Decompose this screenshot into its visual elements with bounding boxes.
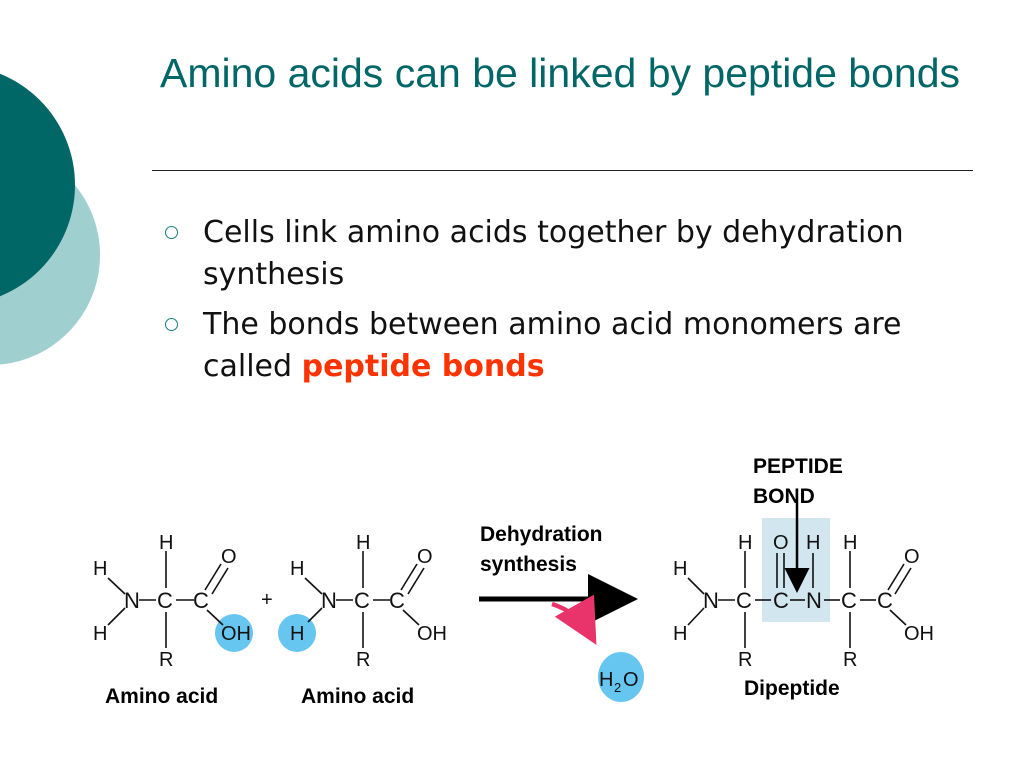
decorative-circles (0, 73, 100, 365)
peptide-bond-diagram: H H N H C R C O OH + H H N H C R C O OH (93, 455, 934, 708)
water-subscript: 2 (614, 680, 621, 695)
atom-h: H (806, 532, 820, 554)
atom-c: C (389, 588, 405, 613)
water-o: O (623, 669, 639, 691)
amino-acid-label-2: Amino acid (301, 685, 414, 708)
atom-n: N (703, 588, 719, 613)
atom-h: H (93, 623, 107, 645)
deco-circle-dark (0, 73, 75, 297)
water-removal-arrow (551, 594, 597, 645)
amino-acid-2-structure: H H N H C R C O OH (278, 532, 447, 671)
atom-c: C (841, 588, 857, 613)
dipeptide-structure: H H N H C R O C H N H C R C O OH (673, 503, 934, 671)
reaction-label-line1: Dehydration (480, 523, 603, 546)
reaction-label-line2: synthesis (480, 553, 577, 576)
peptide-bond-label-line1: PEPTIDE (753, 455, 843, 478)
atom-o: O (417, 546, 433, 568)
atom-c: C (736, 588, 752, 613)
atom-h: H (673, 558, 687, 580)
amino-acid-1-structure: H H N H C R C O OH (93, 532, 253, 671)
atom-r: R (356, 649, 370, 671)
atom-h: H (290, 623, 304, 645)
bullet-circle-icon (165, 226, 178, 239)
bullet-item: Cells link amino acids together by dehyd… (165, 212, 985, 296)
atom-n: N (806, 588, 822, 613)
atom-r: R (159, 649, 173, 671)
atom-c: C (877, 588, 893, 613)
oh-highlight-circle (215, 614, 253, 652)
water-h: H (599, 669, 613, 691)
atom-c: C (354, 588, 370, 613)
atom-n: N (321, 588, 337, 613)
h-highlight-circle (278, 614, 316, 652)
atom-n: N (124, 588, 140, 613)
atom-h: H (356, 532, 370, 554)
slide-title: Amino acids can be linked by peptide bon… (159, 50, 961, 96)
water-molecule: H 2 O (598, 652, 644, 702)
atom-c: C (773, 588, 789, 613)
peptide-bond-label-line2: BOND (753, 485, 815, 508)
atom-r: R (738, 649, 752, 671)
atom-c: C (193, 588, 209, 613)
bullet-text: The bonds between amino acid monomers ar… (203, 307, 902, 384)
atom-h: H (290, 558, 304, 580)
atom-oh: OH (221, 623, 251, 645)
atom-h: H (159, 532, 173, 554)
atom-o: O (904, 546, 920, 568)
atom-o: O (773, 532, 789, 554)
atom-h: H (673, 623, 687, 645)
bullet-text: Cells link amino acids together by dehyd… (203, 215, 904, 292)
plus-sign: + (261, 589, 273, 611)
amino-acid-label-1: Amino acid (105, 685, 218, 708)
atom-h: H (738, 532, 752, 554)
bullet-list: Cells link amino acids together by dehyd… (165, 212, 985, 396)
atom-o: O (221, 546, 237, 568)
water-circle (598, 652, 644, 702)
atom-oh: OH (904, 623, 934, 645)
title-divider (152, 170, 973, 171)
peptide-bonds-highlight: peptide bonds (301, 349, 545, 384)
atom-h: H (93, 558, 107, 580)
atom-h: H (843, 532, 857, 554)
atom-r: R (843, 649, 857, 671)
atom-oh: OH (417, 623, 447, 645)
bullet-item: The bonds between amino acid monomers ar… (165, 304, 985, 388)
atom-c: C (157, 588, 173, 613)
bullet-circle-icon (165, 318, 178, 331)
dipeptide-label: Dipeptide (744, 677, 840, 700)
